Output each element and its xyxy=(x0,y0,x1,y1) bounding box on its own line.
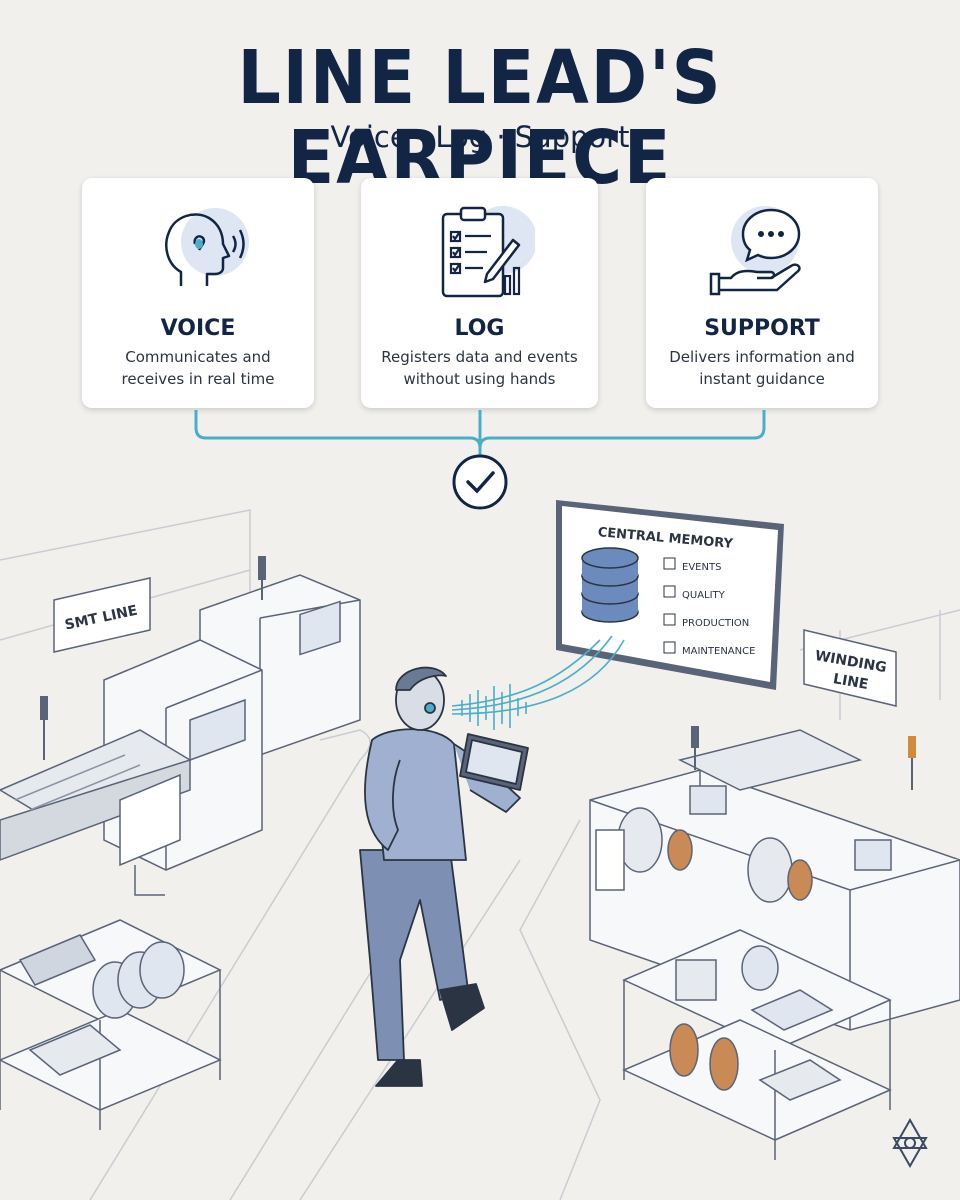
card-description: Communicates and receives in real time xyxy=(121,348,275,388)
hand-chat-icon xyxy=(709,206,801,296)
page-title: LINE LEAD'S EARPIECE xyxy=(237,35,723,201)
card-title: VOICE xyxy=(160,316,236,341)
sound-wave xyxy=(451,635,625,730)
page-subtitle: Voice · Log · Support xyxy=(330,120,630,154)
memory-item: EVENTS xyxy=(682,562,721,573)
winding-line-sign: WINDING LINE xyxy=(803,629,897,707)
head-sound-icon xyxy=(165,208,249,286)
svg-text:LINE: LINE xyxy=(832,671,870,693)
smt-machines xyxy=(0,574,361,896)
database-icon xyxy=(581,547,639,623)
memory-item: QUALITY xyxy=(682,590,726,601)
clipboard-checklist-icon xyxy=(441,206,535,298)
smt-line-sign: SMT LINE xyxy=(53,577,151,653)
voice-card: VOICE Communicates and receives in real … xyxy=(82,178,314,408)
card-description: Delivers information and instant guidanc… xyxy=(669,348,855,388)
connector-lines xyxy=(194,410,766,455)
winding-cart xyxy=(622,929,892,1160)
log-card: LOG Registers data and events without us… xyxy=(361,178,598,408)
memory-item: PRODUCTION xyxy=(682,618,749,629)
check-circle-icon xyxy=(452,454,508,510)
central-memory-board: CENTRAL MEMORY EVENTS QUALITY PRODUCTION… xyxy=(556,500,784,690)
card-title: LOG xyxy=(454,316,505,341)
memory-item: MAINTENANCE xyxy=(682,646,755,657)
line-lead-worker xyxy=(359,666,529,1087)
support-card: SUPPORT Delivers information and instant… xyxy=(646,178,878,408)
logo-icon xyxy=(892,1117,928,1169)
card-title: SUPPORT xyxy=(704,316,820,341)
smt-cart xyxy=(0,919,222,1130)
card-description: Registers data and events without using … xyxy=(381,348,578,388)
